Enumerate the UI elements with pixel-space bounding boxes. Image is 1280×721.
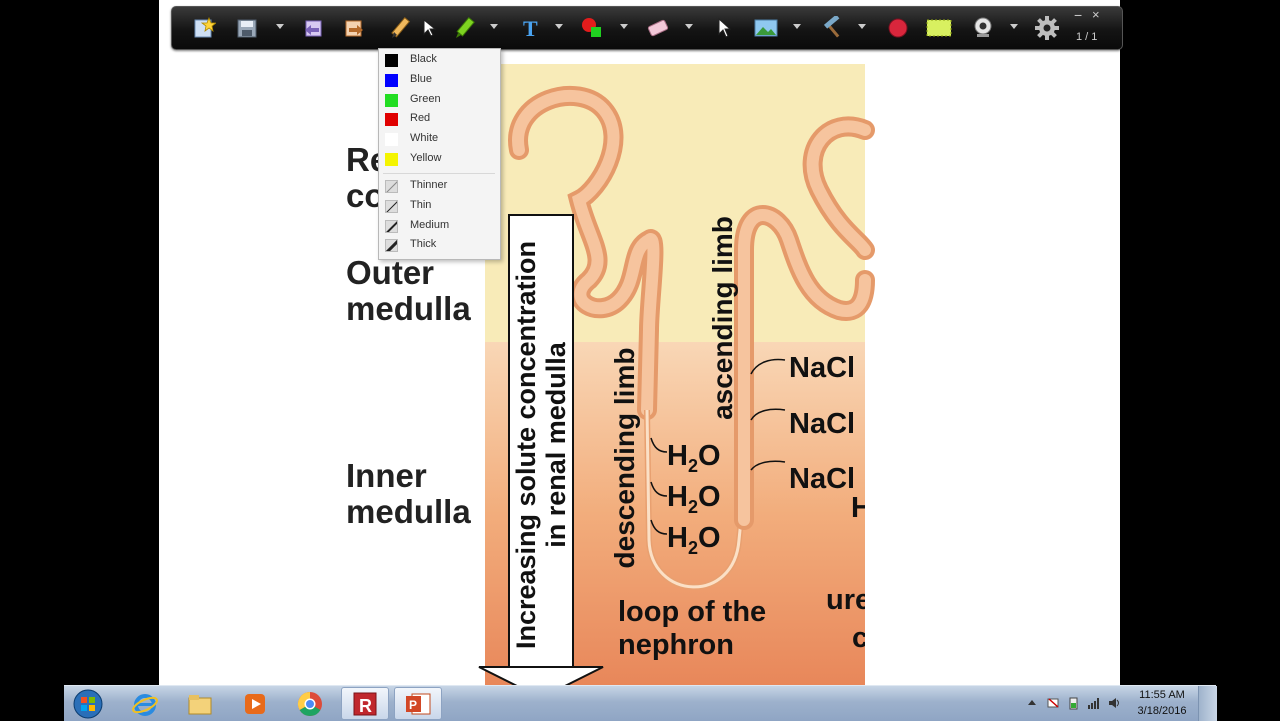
descending-limb-label: descending limb (609, 347, 640, 569)
webcam-icon[interactable] (969, 14, 997, 42)
arrow-label-line1: Increasing solute concentration (511, 240, 541, 650)
concentration-arrow-head (478, 666, 604, 685)
salt-label-1: NaCl (789, 352, 856, 384)
show-hidden-icons-icon[interactable] (1025, 696, 1039, 710)
red-swatch (385, 113, 398, 126)
menu-separator (383, 173, 495, 174)
loop-label: loop of the nephron (618, 596, 766, 662)
hammer-icon[interactable] (818, 14, 846, 42)
r-app-icon[interactable]: R (341, 687, 389, 720)
internet-explorer-icon[interactable] (121, 687, 169, 720)
color-picker-icon[interactable] (577, 14, 605, 42)
thick-line-icon (385, 239, 398, 252)
medium-line-icon (385, 220, 398, 233)
concentration-arrow-shaft (508, 214, 574, 668)
text-tool-icon[interactable]: T (516, 14, 544, 42)
show-desktop-button[interactable] (1198, 686, 1217, 721)
salt-label-2: NaCl (789, 408, 856, 440)
width-option-thinner[interactable]: Thinner (379, 177, 500, 196)
width-option-medium[interactable]: Medium (379, 217, 500, 236)
network-icon[interactable] (1087, 696, 1101, 710)
volume-icon[interactable] (1107, 696, 1121, 710)
new-page-icon[interactable] (190, 14, 218, 42)
select-arrow-icon[interactable] (710, 14, 738, 42)
yellow-swatch (385, 153, 398, 166)
pointer-icon[interactable] (421, 14, 437, 42)
page-count: 1 / 1 (1076, 31, 1098, 43)
svg-text:T: T (523, 16, 538, 40)
powerpoint-icon[interactable]: P (394, 687, 442, 720)
save-icon[interactable] (233, 14, 261, 42)
color-option-white[interactable]: White (379, 130, 500, 149)
clock-date[interactable]: 3/18/2016 (1137, 705, 1187, 717)
thin-line-icon (385, 200, 398, 213)
cut-off-h-label: H (851, 492, 865, 524)
black-swatch (385, 54, 398, 67)
minimize-button[interactable]: − (1074, 7, 1083, 23)
svg-text:R: R (359, 696, 372, 716)
width-option-thick[interactable]: Thick (379, 236, 500, 255)
cut-off-ure-label: ure (826, 584, 865, 616)
record-icon[interactable] (884, 14, 912, 42)
color-option-black[interactable]: Black (379, 51, 500, 70)
settings-icon[interactable] (1033, 14, 1061, 42)
image-dropdown-icon[interactable] (793, 24, 801, 29)
slide-canvas: Re co Outer medulla Inner medulla Increa… (159, 0, 1120, 685)
close-button[interactable]: × (1092, 7, 1100, 22)
webcam-dropdown-icon[interactable] (1010, 24, 1018, 29)
clock-time[interactable]: 11:55 AM (1139, 689, 1185, 701)
green-swatch (385, 94, 398, 107)
chrome-icon[interactable] (286, 687, 334, 720)
highlighter-icon[interactable] (450, 14, 478, 42)
white-swatch (385, 133, 398, 146)
outer-medulla-label: Outer medulla (346, 255, 471, 327)
screen-region-icon[interactable] (925, 14, 953, 42)
water-arrows (650, 437, 668, 535)
salt-label-3: NaCl (789, 463, 856, 495)
color-dropdown-icon[interactable] (620, 24, 628, 29)
pen-options-menu: Black Blue Green Red White Yellow Thinne… (378, 48, 501, 260)
arrow-label-line2: in renal medulla (541, 342, 571, 548)
ascending-limb-label: ascending limb (707, 216, 738, 420)
media-player-icon[interactable] (231, 687, 279, 720)
salt-arrows (750, 358, 786, 471)
undo-icon[interactable] (299, 14, 327, 42)
outer-medulla-line1: Outer (346, 254, 435, 291)
water-label-1: H2O (667, 440, 721, 476)
cut-off-c-label: c (852, 622, 865, 654)
svg-text:P: P (409, 698, 417, 712)
thinner-line-icon (385, 180, 398, 193)
redo-icon[interactable] (340, 14, 368, 42)
taskbar: R P 11:55 AM 3/18/2016 (64, 685, 1217, 721)
battery-icon[interactable] (1066, 696, 1080, 710)
eraser-icon[interactable] (644, 14, 672, 42)
highlighter-dropdown-icon[interactable] (490, 24, 498, 29)
save-dropdown-icon[interactable] (276, 24, 284, 29)
annotation-toolbar: T − × 1 / 1 (171, 6, 1123, 50)
water-label-2: H2O (667, 481, 721, 517)
color-option-blue[interactable]: Blue (379, 71, 500, 90)
eraser-dropdown-icon[interactable] (685, 24, 693, 29)
water-label-3: H2O (667, 522, 721, 558)
insert-image-icon[interactable] (752, 14, 780, 42)
arrow-label: Increasing solute concentration in renal… (511, 215, 571, 675)
action-center-icon[interactable] (1046, 696, 1060, 710)
file-explorer-icon[interactable] (176, 687, 224, 720)
blue-swatch (385, 74, 398, 87)
hammer-dropdown-icon[interactable] (858, 24, 866, 29)
pen-icon[interactable] (386, 14, 414, 42)
color-option-red[interactable]: Red (379, 110, 500, 129)
width-option-thin[interactable]: Thin (379, 197, 500, 216)
inner-medulla-label: Inner medulla (346, 458, 471, 530)
nephron-figure (309, 64, 875, 685)
text-dropdown-icon[interactable] (555, 24, 563, 29)
loop-label-line1: loop of the (618, 596, 767, 628)
start-orb-icon[interactable] (66, 687, 110, 720)
inner-medulla-line2: medulla (346, 493, 471, 530)
color-option-yellow[interactable]: Yellow (379, 150, 500, 169)
outer-medulla-line2: medulla (346, 290, 471, 327)
color-option-green[interactable]: Green (379, 91, 500, 110)
inner-medulla-line1: Inner (346, 457, 427, 494)
loop-label-line2: nephron (618, 629, 734, 661)
